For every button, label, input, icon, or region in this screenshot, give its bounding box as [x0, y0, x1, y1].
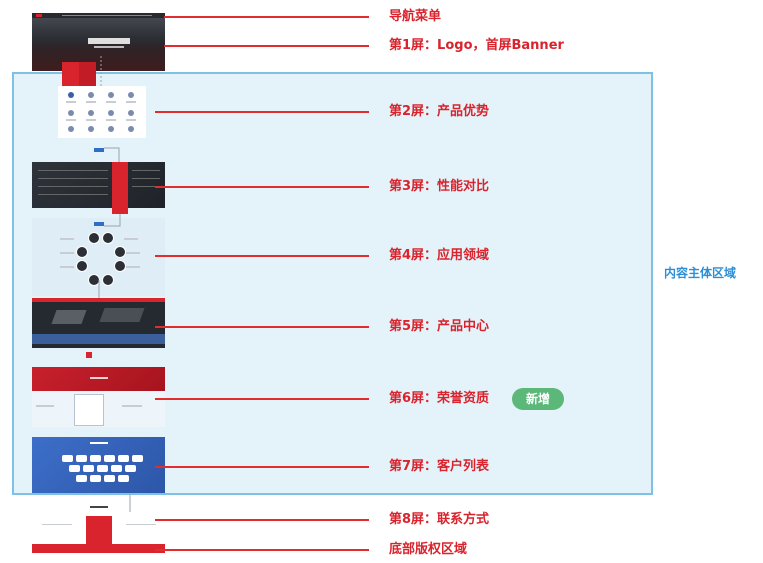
honors-cert-thumbnail	[32, 391, 165, 427]
leader-line-screen4	[155, 255, 369, 257]
section-tag	[94, 148, 104, 152]
customers-thumbnail	[32, 437, 165, 493]
performance-thumbnail	[32, 162, 165, 208]
label-footer: 底部版权区域	[389, 542, 468, 557]
new-badge: 新增	[512, 388, 564, 410]
leader-line-nav	[164, 16, 369, 18]
leader-line-screen8	[155, 519, 369, 521]
leader-line-screen7	[155, 466, 369, 468]
performance-red-tail	[112, 208, 128, 214]
honors-banner-thumbnail	[32, 367, 165, 391]
label-screen5: 第5屏：产品中心	[389, 319, 490, 334]
label-screen1: 第1屏：Logo，首屏Banner	[389, 38, 564, 53]
banner-thumbnail	[32, 13, 165, 71]
advantages-thumbnail	[58, 86, 146, 138]
leader-line-screen3	[155, 186, 369, 188]
leader-line-screen2	[155, 111, 369, 113]
label-screen6: 第6屏：荣誉资质	[389, 391, 490, 406]
label-screen8: 第8屏：联系方式	[389, 512, 490, 527]
label-screen4: 第4屏：应用领域	[389, 248, 490, 263]
banner-red-tab	[79, 62, 96, 86]
leader-line-screen1	[164, 45, 369, 47]
leader-line-screen6	[155, 398, 369, 400]
product-red-marker	[86, 352, 92, 358]
content-region-label: 内容主体区域	[664, 266, 737, 280]
leader-line-screen5	[155, 326, 369, 328]
label-nav: 导航菜单	[389, 9, 442, 24]
leader-line-footer	[155, 549, 369, 551]
products-thumbnail	[32, 298, 165, 348]
footer-thumbnail	[32, 544, 165, 553]
label-screen2: 第2屏：产品优势	[389, 104, 490, 119]
contact-thumbnail	[32, 498, 165, 544]
banner-red-tab	[62, 62, 79, 86]
label-screen3: 第3屏：性能对比	[389, 179, 490, 194]
label-screen7: 第7屏：客户列表	[389, 459, 490, 474]
